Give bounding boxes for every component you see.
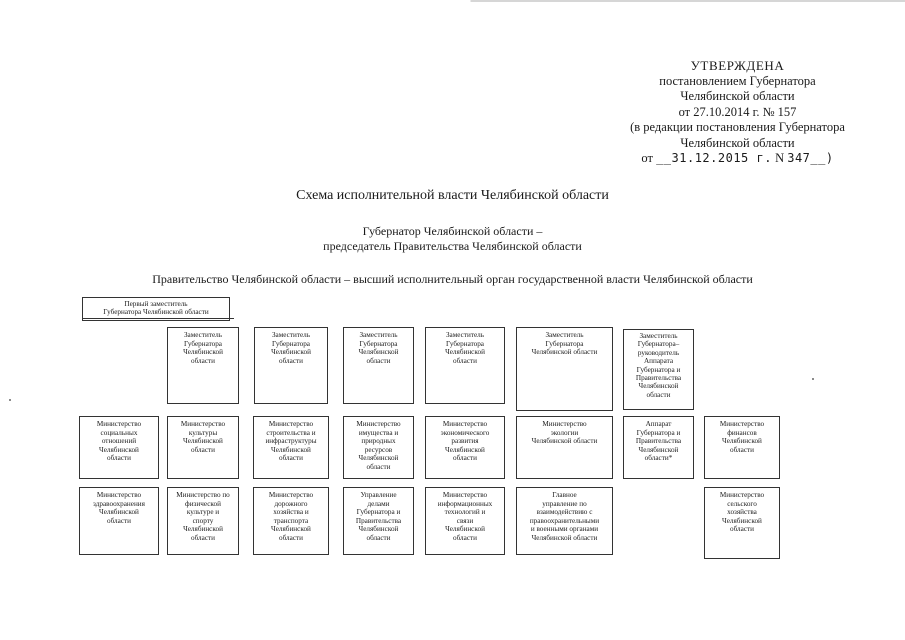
ministry-text: Министерство дорожного хозяйства и транс…: [268, 491, 314, 542]
ministry-box: Министерство финансов Челябинской област…: [704, 416, 780, 479]
deputy-text: Заместитель Губернатора Челябинской обла…: [358, 331, 399, 365]
deputy-text: Заместитель Губернатора– руководитель Ап…: [635, 332, 682, 399]
deputy-box: Заместитель Губернатора Челябинской обла…: [254, 327, 328, 404]
ministry-text: Главное управление по взаимодействию с п…: [529, 491, 600, 542]
deputy-box: Заместитель Губернатора Челябинской обла…: [167, 327, 239, 404]
governor-line-2: председатель Правительства Челябинской о…: [323, 239, 582, 253]
approval-number: 347__): [787, 151, 834, 165]
deputy-text: Заместитель Губернатора Челябинской обла…: [445, 331, 485, 365]
ministry-box: Аппарат Губернатора и Правительства Челя…: [623, 416, 694, 479]
ministry-text: Министерство по физической культуре и сп…: [176, 491, 230, 542]
approval-line-5: Челябинской области: [680, 135, 795, 150]
ministry-box: Министерство экологии Челябинской област…: [516, 416, 613, 479]
deputy-box: Заместитель Губернатора Челябинской обла…: [343, 327, 414, 404]
deputy-text: Заместитель Губернатора Челябинской обла…: [183, 331, 223, 365]
ministry-text: Аппарат Губернатора и Правительства Челя…: [635, 420, 682, 463]
deputy-head-of-staff-box: Заместитель Губернатора– руководитель Ап…: [623, 329, 694, 410]
ministry-text: Министерство социальных отношений Челяби…: [96, 420, 142, 463]
ministry-text: Министерство информационных технологий и…: [437, 491, 493, 542]
scan-top-edge: [0, 0, 905, 2]
approval-line-3: от 27.10.2014 г. № 157: [678, 104, 797, 119]
ministry-text: Министерство здравоохранения Челябинской…: [93, 491, 145, 525]
scan-speck: [9, 399, 11, 401]
approval-date-prefix: от: [641, 151, 653, 165]
ministry-text: Министерство финансов Челябинской област…: [719, 420, 765, 454]
ministry-text: Министерство экологии Челябинской област…: [531, 420, 598, 446]
approval-line-6: от __31.12.2015 г. N 347__): [600, 151, 875, 167]
ministry-box: Министерство экономического развития Чел…: [425, 416, 505, 479]
approval-date: __31.12.2015 г.: [656, 151, 772, 165]
ministry-box: Главное управление по взаимодействию с п…: [516, 487, 613, 555]
approval-line-2: Челябинской области: [680, 89, 795, 103]
ministry-box: Министерство строительства и инфраструкт…: [253, 416, 329, 479]
first-deputy-underline: [82, 318, 234, 319]
ministry-box: Министерство социальных отношений Челяби…: [79, 416, 159, 479]
approval-line-4: (в редакции постановления Губернатора: [630, 120, 845, 134]
first-deputy-box: Первый заместитель Губернатора Челябинск…: [82, 297, 230, 321]
approval-number-prefix: N: [775, 151, 785, 165]
governor-block: Губернатор Челябинской области – председ…: [0, 224, 905, 254]
ministry-text: Министерство культуры Челябинской област…: [180, 420, 226, 454]
ministry-box: Министерство здравоохранения Челябинской…: [79, 487, 159, 555]
governor-line-1: Губернатор Челябинской области –: [362, 224, 543, 238]
ministry-text: Министерство экономического развития Чел…: [440, 420, 490, 463]
ministry-box: Министерство информационных технологий и…: [425, 487, 505, 555]
approval-stamp: УТВЕРЖДЕНА постановлением Губернатора Че…: [600, 58, 875, 167]
government-caption: Правительство Челябинской области – высш…: [152, 272, 753, 286]
approval-line-1: постановлением Губернатора: [659, 73, 816, 88]
ministry-box: Министерство дорожного хозяйства и транс…: [253, 487, 329, 555]
scan-speck: [812, 378, 814, 380]
deputy-box: Заместитель Губернатора Челябинской обла…: [425, 327, 505, 404]
ministry-box: Министерство имущества и природных ресур…: [343, 416, 414, 479]
ministry-text: Министерство имущества и природных ресур…: [356, 420, 401, 471]
ministry-text: Управление делами Губернатора и Правител…: [355, 491, 402, 542]
ministry-box: Министерство сельского хозяйства Челябин…: [704, 487, 780, 559]
approval-heading: УТВЕРЖДЕНА: [690, 58, 785, 73]
ministry-text: Министерство строительства и инфраструкт…: [265, 420, 317, 463]
ministry-box: Министерство по физической культуре и сп…: [167, 487, 239, 555]
ministry-text: Министерство сельского хозяйства Челябин…: [719, 491, 765, 534]
deputy-text: Заместитель Губернатора Челябинской обла…: [271, 331, 311, 365]
document-title: Схема исполнительной власти Челябинской …: [296, 188, 609, 203]
ministry-box: Управление делами Губернатора и Правител…: [343, 487, 414, 555]
deputy-text: Заместитель Губернатора Челябинской обла…: [531, 331, 598, 357]
ministry-box: Министерство культуры Челябинской област…: [167, 416, 239, 479]
deputy-box: Заместитель Губернатора Челябинской обла…: [516, 327, 613, 411]
